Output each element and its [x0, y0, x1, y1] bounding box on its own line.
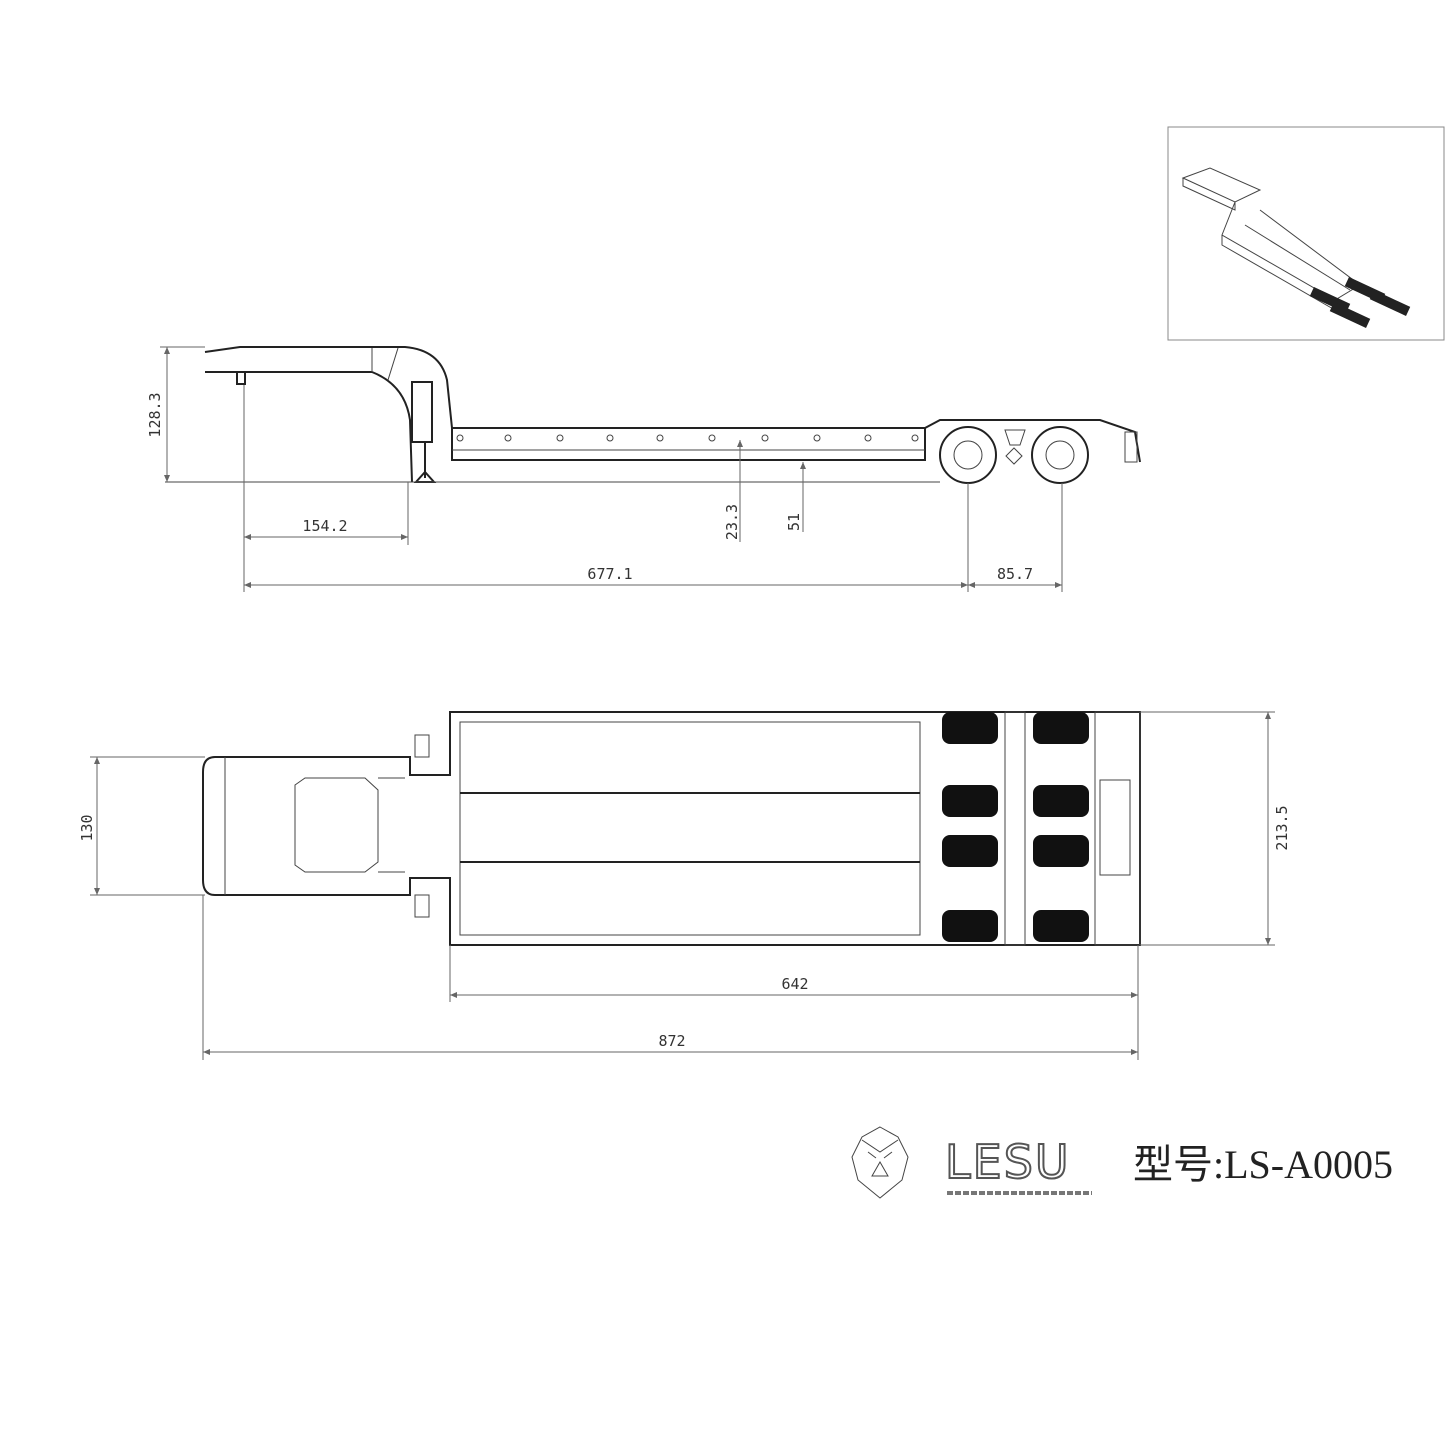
dim-overall-width: 213.5: [1273, 805, 1291, 850]
top-view: [202, 711, 1141, 946]
model-number: 型号:LS-A0005: [1133, 1142, 1393, 1187]
dim-deck-length: 642: [781, 975, 808, 993]
dim-deck-height: 23.3: [723, 504, 741, 540]
tires: [942, 712, 1089, 942]
dim-axle-spacing: 85.7: [997, 565, 1033, 583]
dim-kingpin-to-axle: 677.1: [587, 565, 632, 583]
dim-gooseneck-width: 130: [78, 814, 96, 841]
side-dimensions: 128.3 154.2 23.3 51 677.1 85.7: [146, 346, 1063, 592]
isometric-inset: [1167, 126, 1445, 341]
lion-head-icon: [851, 1126, 909, 1199]
brand-logo: LESU: [945, 1135, 1071, 1189]
kingpin: [236, 371, 246, 385]
side-view: [165, 346, 1141, 484]
landing-leg: [411, 381, 437, 483]
deck-bolts: [456, 434, 919, 442]
dim-kingpin-to-leg: 154.2: [302, 517, 347, 535]
dim-overall-length: 872: [658, 1032, 685, 1050]
dim-ground-clearance: 51: [785, 513, 803, 531]
top-dimensions: 130 213.5 642 872: [78, 711, 1291, 1060]
dim-side-height: 128.3: [146, 392, 164, 437]
rear-axles: [939, 426, 1138, 484]
